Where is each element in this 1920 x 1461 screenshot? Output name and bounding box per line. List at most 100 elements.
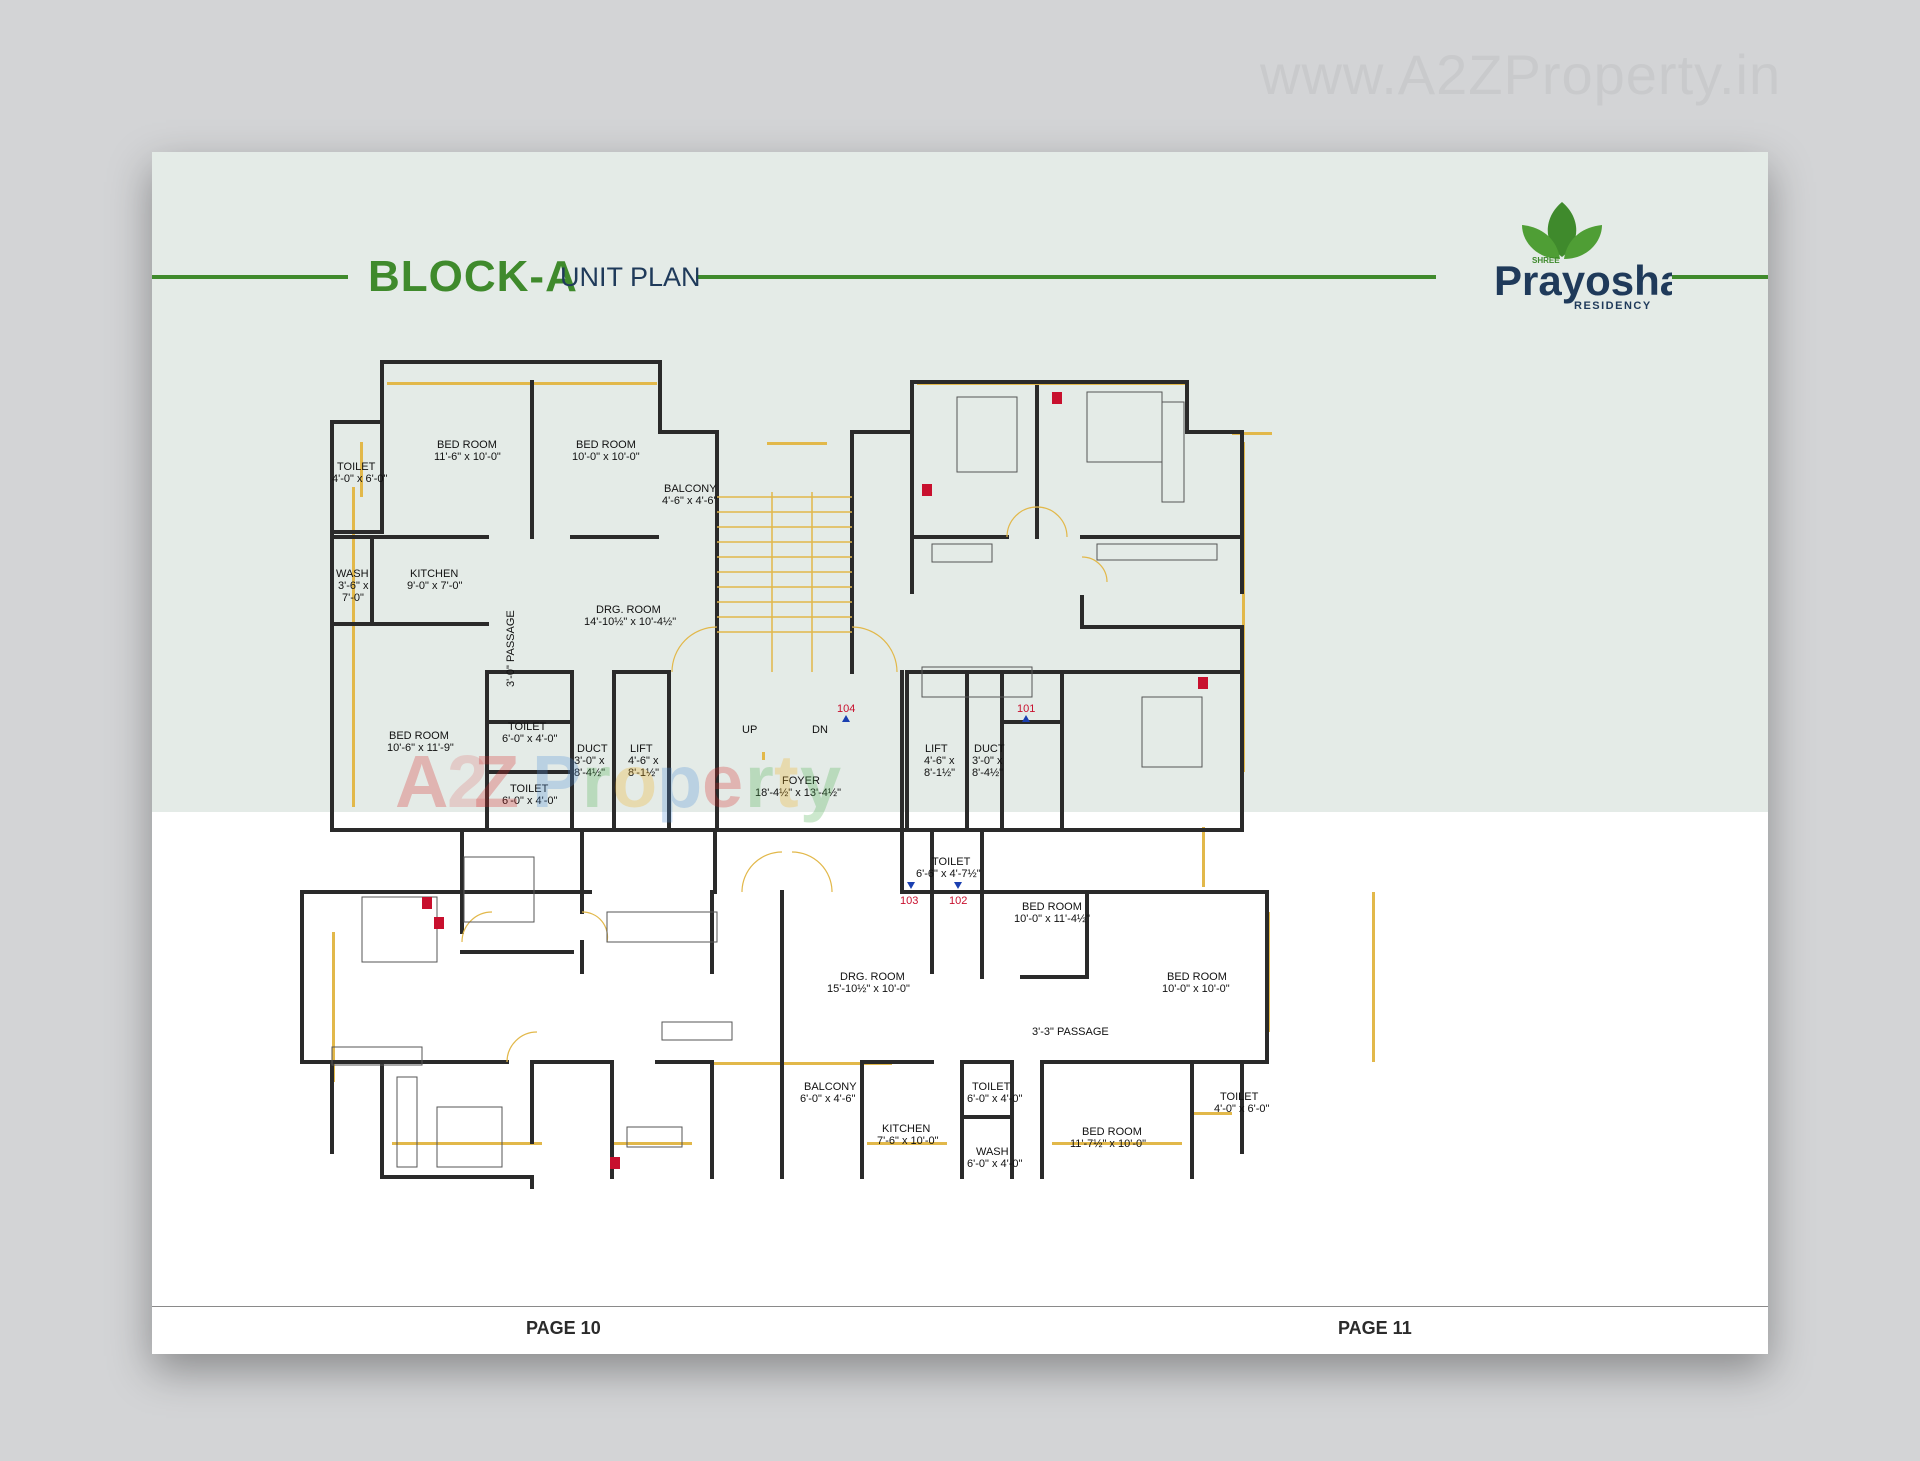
logo-suffix: RESIDENCY (1574, 300, 1652, 312)
room-size: 8'-1½" (628, 767, 659, 779)
prayosha-logo: SHREE Prayosha RESIDENCY (1494, 202, 1672, 312)
bed-icon (361, 896, 438, 963)
room-name: TOILET (972, 1081, 1011, 1093)
room-size: 6'-0" x 4'-0" (967, 1093, 1023, 1105)
watermark-letter: e (702, 740, 743, 823)
room-size: 9'-0" x 7'-0" (407, 580, 463, 592)
room-name: TOILET (932, 856, 971, 868)
page-number-right: PAGE 11 (1338, 1318, 1412, 1338)
watermark-letter: r (582, 740, 611, 823)
room-name: DUCT (577, 743, 608, 755)
watermark-letter: Z (474, 740, 519, 823)
room-size: 3'-0" x (574, 755, 605, 767)
room-name: LIFT (630, 743, 653, 755)
sofa-icon (606, 911, 718, 943)
staircase (717, 492, 852, 672)
room-size: 11'-6" x 10'-0" (434, 451, 501, 463)
title-rule-right (1672, 275, 1768, 279)
room-name: TOILET (337, 461, 376, 473)
room-size: 10'-0" x 10'-0" (1162, 983, 1230, 995)
room-size: 7'-6" x 10'-0" (877, 1135, 939, 1147)
room-name: DRG. ROOM (596, 604, 661, 616)
room-name: BALCONY (664, 483, 717, 495)
wardrobe-icon (396, 1076, 418, 1168)
room-name: BED ROOM (389, 730, 449, 742)
watermark-letter: t (774, 740, 799, 823)
logo-prefix: SHREE (1532, 256, 1560, 265)
bed-icon (1141, 696, 1203, 768)
room-name: TOILET (1220, 1091, 1259, 1103)
watermark-letter: p (657, 740, 702, 823)
room-name: DUCT (974, 743, 1005, 755)
page-title: BLOCK-A (368, 252, 578, 301)
passage-label: 3'-3" PASSAGE (1032, 1026, 1109, 1038)
bed-icon (956, 396, 1018, 473)
room-labels: TOILET 4'-0" x 6'-0" BED ROOM 11'-6" x 1… (332, 439, 1270, 1170)
flat-number: 101 (1017, 703, 1035, 715)
wardrobe-icon (1161, 401, 1185, 503)
room-name: WASH (336, 568, 369, 580)
wardrobe-icon (331, 1046, 423, 1066)
room-size: 11'-7½" x 10'-0" (1070, 1138, 1146, 1150)
room-name: LIFT (925, 743, 948, 755)
room-size: 8'-4½" (972, 767, 1003, 779)
kitchen-counter-icon (626, 1126, 683, 1148)
title-rule-left (152, 275, 348, 279)
watermark-letter: A (395, 740, 448, 823)
room-name: BED ROOM (1022, 901, 1082, 913)
room-size: 6'-0" x 4'-6" (800, 1093, 856, 1105)
room-size: 15'-10½" x 10'-0" (827, 983, 910, 995)
bed-icon (436, 1106, 503, 1168)
room-size: 3'-0" x (972, 755, 1003, 767)
header-band (152, 152, 1768, 812)
footer-divider (152, 1306, 1768, 1307)
room-size: 4'-6" x (628, 755, 659, 767)
room-size: 14'-10½" x 10'-4½" (584, 616, 676, 628)
room-name: BED ROOM (437, 439, 497, 451)
stair-up-label: UP (742, 724, 757, 736)
room-size: 6'-0" x 4'-0" (967, 1158, 1023, 1170)
room-size: 6'-6" x 4'-7½" (916, 868, 981, 880)
flat-number: 103 (900, 895, 918, 907)
room-size: 8'-4½" (574, 767, 605, 779)
site-watermark: www.A2ZProperty.in (1260, 43, 1782, 106)
room-size: 18'-4½" x 13'-4½" (755, 787, 841, 799)
page-subtitle: UNIT PLAN (560, 262, 701, 292)
room-size: 10'-0" x 10'-0" (572, 451, 640, 463)
room-name: BED ROOM (1167, 971, 1227, 983)
title-rule-middle (696, 275, 1436, 279)
unit-floor-plan: TOILET 4'-0" x 6'-0" BED ROOM 11'-6" x 1… (300, 360, 1375, 1189)
room-name: BED ROOM (1082, 1126, 1142, 1138)
dining-table-icon (931, 543, 993, 563)
kitchen-counter-icon (1096, 543, 1218, 561)
room-size: 4'-0" x 6'-0" (1214, 1103, 1270, 1115)
watermark-letter: 2 (447, 740, 488, 823)
room-name: FOYER (782, 775, 820, 787)
brochure-sheet: BLOCK-A UNIT PLAN SHREE Prayosha RESIDEN… (152, 152, 1768, 1354)
entry-arrows (842, 715, 1030, 889)
room-size: 8'-1½" (924, 767, 955, 779)
room-size: 10'-6" x 11'-9" (387, 742, 454, 754)
room-size: 6'-0" x 4'-0" (502, 733, 558, 745)
room-size: 7'-0" (342, 592, 364, 604)
flat-number: 102 (949, 895, 967, 907)
page-number-left: PAGE 10 (526, 1318, 601, 1338)
bed-icon (1086, 391, 1163, 463)
room-name: BED ROOM (576, 439, 636, 451)
ac-markers (422, 392, 1208, 1169)
room-name: TOILET (510, 783, 549, 795)
watermark-letter: o (612, 740, 657, 823)
a2z-overlay-watermark: A 2 Z P r o p e r t y (395, 740, 841, 823)
room-name: BALCONY (804, 1081, 857, 1093)
room-size: 6'-0" x 4'-0" (502, 795, 558, 807)
room-name: KITCHEN (882, 1123, 930, 1135)
flat-number: 104 (837, 703, 855, 715)
watermark-letter: y (800, 740, 841, 823)
stair-down-label: DN (812, 724, 828, 736)
bed-icon (463, 856, 535, 923)
room-size: 3'-6" x (338, 580, 369, 592)
furniture-sketches (331, 391, 1218, 1168)
room-size: 4'-0" x 6'-0" (332, 473, 388, 485)
watermark-letter: P (532, 740, 581, 823)
room-name: TOILET (508, 721, 547, 733)
